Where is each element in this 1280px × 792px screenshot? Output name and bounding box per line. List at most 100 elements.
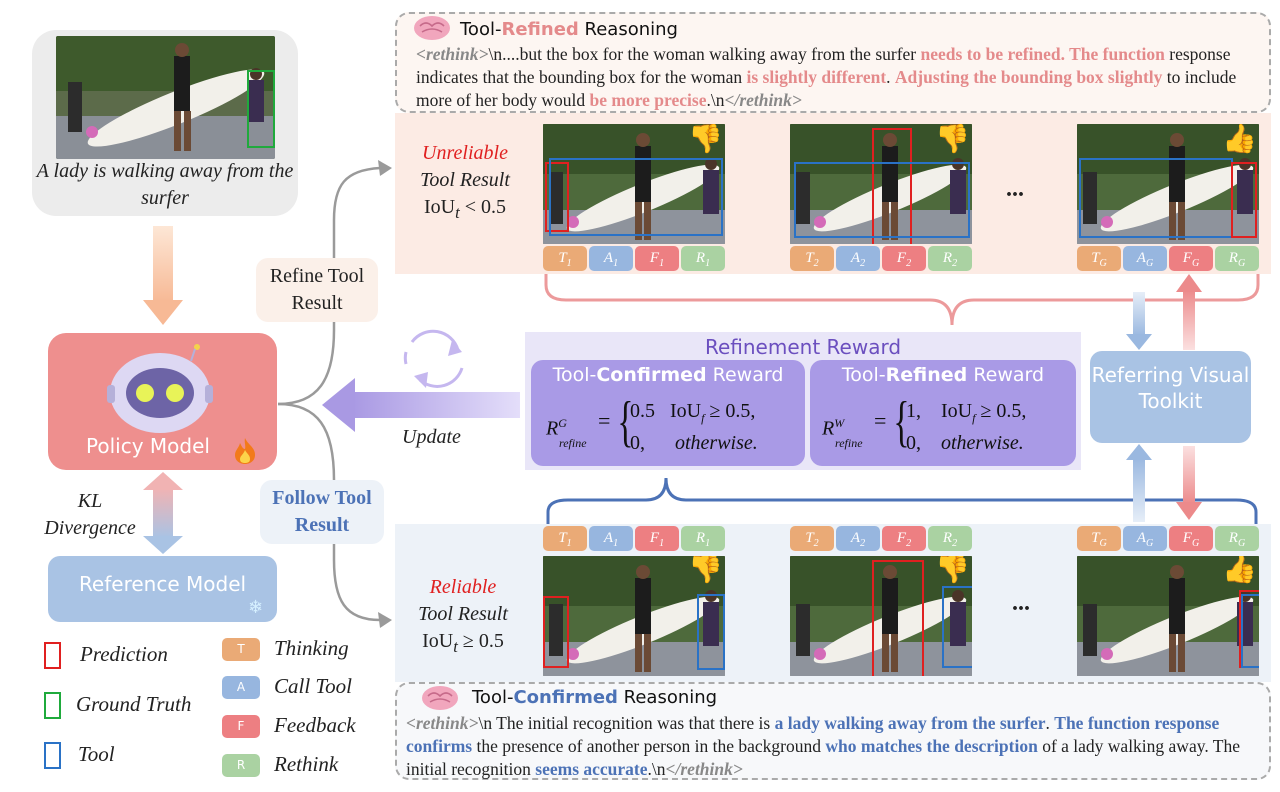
unreliable-word: Unreliable (422, 142, 508, 164)
prediction-box (545, 162, 569, 232)
reasoning-segment: The function response confirms (406, 713, 1220, 756)
legend-feedback-tag: F (222, 715, 260, 738)
legend-rethink-label: Rethink (274, 752, 339, 776)
tool-refined-reasoning-box (395, 12, 1271, 113)
confirmed-cond2: otherwise. (675, 432, 758, 454)
title-suffix: Reasoning (617, 687, 718, 708)
top-brace (544, 270, 1260, 326)
follow-branch-text: Follow Tool Result (272, 487, 372, 536)
ground-truth-box (247, 70, 275, 148)
unreliable-tool-result: Tool Result (420, 169, 510, 191)
iou-op: < 0.5 (459, 196, 507, 218)
reasoning-segment: . (1045, 713, 1055, 733)
step-tag: F2 (882, 246, 926, 271)
refined-sup: W (834, 416, 845, 430)
refined-R: R (822, 417, 835, 440)
kl-divergence-label: KL Divergence (44, 490, 136, 539)
confirmed-equals: = (598, 408, 611, 433)
iou-text: IoU (422, 630, 454, 652)
refined-formula-lhs: RW refine (822, 416, 882, 450)
step-tag: R1 (681, 526, 725, 551)
legend-feedback: F Feedback (222, 713, 356, 738)
tool-confirmed-reward-box (531, 360, 805, 466)
refined-cond1: IoU (941, 400, 973, 422)
reliable-tool-result: Tool Result (418, 603, 508, 625)
legend-rethink-tag: R (222, 754, 260, 777)
refined-case2: 0, otherwise. (906, 432, 1024, 455)
refined-title-suffix: Reward (967, 364, 1045, 386)
refined-sub: refine (835, 436, 863, 450)
legend-ground-truth-label: Ground Truth (76, 692, 192, 716)
reasoning-segment: </rethink> (724, 90, 802, 110)
confirmed-title-highlight: Confirmed (596, 364, 707, 386)
kl-double-arrow (143, 472, 183, 554)
reasoning-segment: needs to be refined. The function (920, 44, 1165, 64)
thumbs-down-icon: 👎 (935, 124, 970, 155)
confirmed-sub: refine (559, 436, 587, 450)
title-suffix: Reasoning (578, 19, 678, 40)
update-arrow (322, 378, 520, 432)
trajectory-image: 👎 (543, 556, 725, 676)
query-caption: A lady is walking away from the surfer (36, 160, 294, 209)
iou-sub: t (455, 203, 460, 222)
step-tag: T2 (790, 246, 834, 271)
reasoning-segment: the presence of another person in the ba… (472, 736, 826, 756)
legend-tool: Tool (44, 742, 115, 769)
tool-refined-reward-box (810, 360, 1076, 466)
tool-box (794, 162, 970, 238)
legend-rethink: R Rethink (222, 752, 338, 777)
reliable-iou: IoUt ≥ 0.5 (400, 628, 526, 660)
step-tag: F1 (635, 246, 679, 271)
reasoning-segment: be more precise (589, 90, 707, 110)
trajectory-image: 👎 (790, 124, 972, 244)
confirmed-v2: 0, (630, 432, 645, 454)
step-tag: A1 (589, 246, 633, 271)
prediction-box (872, 560, 924, 676)
confirmed-v1: 0.5 (630, 400, 655, 422)
thumbs-up-icon: 👍 (1222, 556, 1257, 585)
fire-icon (232, 437, 258, 465)
reasoning-segment: . (886, 67, 895, 87)
step-tag: A1 (589, 526, 633, 551)
reasoning-segment: .\n (647, 759, 666, 779)
reasoning-segment: response indicates that the bounding box… (416, 44, 1231, 87)
tool-box (942, 586, 972, 668)
step-tag: A2 (836, 526, 880, 551)
tool-refined-reasoning-title: Tool-Refined Reasoning (460, 19, 678, 40)
refined-case1: 1, IoUf ≥ 0.5, (906, 400, 1026, 426)
refined-cond1-sub: f (972, 411, 976, 425)
legend-ground-truth: Ground Truth (44, 692, 191, 719)
confirmed-title-prefix: Tool- (552, 364, 597, 386)
unreliable-iou: IoUt < 0.5 (400, 194, 530, 226)
title-prefix: Tool- (472, 687, 514, 708)
brain-icon (412, 14, 452, 42)
refine-branch-text: Refine Tool Result (269, 265, 365, 314)
refined-title-highlight: Refined (885, 364, 968, 386)
legend-call-tool-tag: A (222, 676, 260, 699)
legend-prediction-label: Prediction (80, 642, 168, 666)
step-tag: T1 (543, 246, 587, 271)
refined-v2: 0, (906, 432, 921, 454)
step-tag: F1 (635, 526, 679, 551)
thumbs-down-icon: 👎 (688, 556, 723, 585)
trajectory-image: 👍 (1077, 124, 1259, 244)
bottom-ellipsis: ... (1012, 590, 1030, 616)
iou-text: IoU (423, 196, 456, 218)
thumbs-down-icon: 👎 (688, 124, 723, 155)
step-tag: AG (1123, 526, 1167, 551)
step-tag: A2 (836, 246, 880, 271)
prediction-box (872, 128, 912, 244)
tool-box (1079, 158, 1233, 238)
tool-box (1241, 594, 1259, 668)
confirmed-cond1: IoU (670, 400, 702, 422)
reasoning-segment: to include more of her body would (416, 67, 1237, 110)
legend-tool-swatch (44, 742, 61, 769)
referring-visual-toolkit-label: Referring Visual Toolkit (1090, 362, 1251, 414)
toolkit-text: Referring Visual Toolkit (1091, 363, 1250, 413)
confirmed-cond1-op: ≥ 0.5, (704, 400, 756, 422)
confirmed-R: R (546, 417, 559, 440)
tool-refined-reasoning-text: <rethink>\n....but the box for the woman… (416, 43, 1262, 112)
thumbs-up-icon: 👍 (1222, 124, 1257, 155)
step-tag: TG (1077, 526, 1121, 551)
refined-cond2: otherwise. (941, 432, 1024, 454)
